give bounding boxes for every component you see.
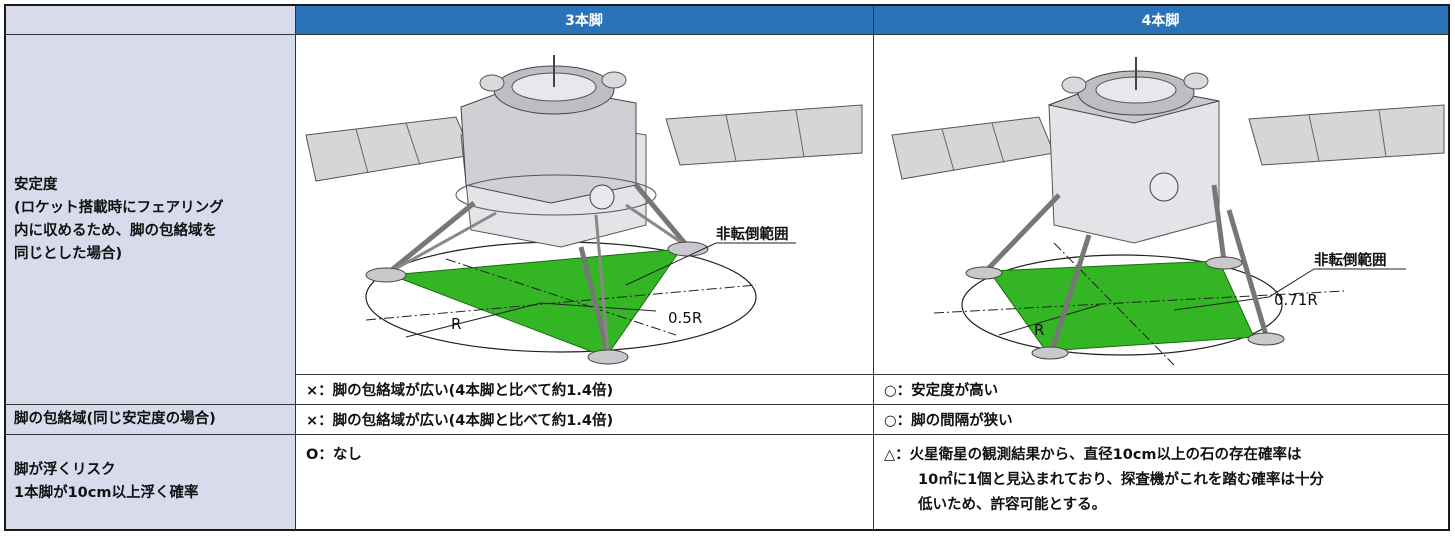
footpad — [1247, 332, 1285, 346]
row-label-float-risk: 脚が浮くリスク 1本脚が10cm以上浮く確率 — [6, 435, 295, 529]
float-risk-label-sub: 1本脚が10cm以上浮く確率 — [14, 485, 199, 501]
four-leg-stability-eval: ○：安定度が高い — [884, 383, 999, 399]
axis-line — [445, 258, 677, 336]
left-panel-seam — [355, 128, 369, 174]
axis-line — [933, 290, 1345, 314]
leg-envelope-ellipse — [961, 254, 1283, 356]
stability-label-note3: 同じとした場合) — [14, 245, 123, 262]
four-leg-lander-svg: 非転倒範囲 R 0.71R — [891, 57, 1445, 366]
radius-label: R — [451, 315, 461, 333]
leg — [1049, 234, 1092, 352]
grid-vline — [295, 6, 296, 529]
ratio-label: 0.71R — [1274, 291, 1318, 309]
right-panel-seam — [1308, 114, 1320, 162]
footpad — [365, 267, 407, 283]
leg — [984, 193, 1061, 273]
stability-label-note2: 内に収めるため、脚の包絡域を — [14, 222, 217, 239]
float-risk-label-title: 脚が浮くリスク — [14, 462, 116, 478]
radius-line — [405, 302, 542, 338]
three-leg-illustration: 非転倒範囲 R 0.5R — [296, 35, 873, 374]
thruster — [601, 71, 627, 89]
float-risk-note-line3: 低いため、許容可能とする。 — [918, 497, 1107, 513]
leg — [1211, 184, 1227, 262]
envelope-label: 脚の包絡域(同じ安定度の場合) — [14, 411, 216, 427]
leg-front — [578, 246, 611, 354]
header-three-leg: 3本脚 — [295, 6, 873, 34]
sensor-port — [589, 184, 615, 210]
float-risk-note-line2: 10㎡に1個と見込まれており、探査機がこれを踏む確率は十分 — [918, 472, 1324, 488]
leg-right — [634, 183, 690, 249]
thruster — [479, 74, 505, 92]
grid-hline — [295, 374, 1448, 375]
float-risk-note-line1: △：火星衛星の観測結果から、直径10cm以上の石の存在確率は — [884, 447, 1302, 463]
body-ring — [455, 174, 657, 216]
thruster — [1061, 76, 1087, 94]
left-panel-seam — [991, 122, 1005, 164]
axis-line — [365, 284, 757, 321]
non-tipping-zone-label: 非転倒範囲 — [1314, 251, 1387, 269]
thruster — [1183, 72, 1209, 90]
left-panel-seam — [941, 128, 955, 172]
zone-leader-line — [1268, 268, 1315, 298]
four-leg-illustration: 非転倒範囲 R 0.71R — [874, 35, 1448, 374]
footpad — [587, 349, 629, 365]
three-leg-envelope-eval: ×：脚の包絡域が広い(4本脚と比べて約1.4倍) — [306, 413, 614, 429]
grid-vline — [873, 6, 874, 529]
leg-front-strut — [594, 214, 610, 354]
non-tipping-zone — [390, 248, 683, 358]
right-solar-panel — [665, 104, 863, 166]
right-panel-seam — [795, 109, 805, 158]
axis-line — [1053, 242, 1175, 366]
ratio-label: 0.5R — [668, 309, 702, 327]
leg-left-strut — [387, 211, 497, 275]
footpad — [1205, 256, 1243, 270]
non-tipping-zone — [988, 260, 1255, 352]
four-leg-float-risk-eval: △：火星衛星の観測結果から、直径10cm以上の石の存在確率は 10㎡に1個と見込… — [874, 435, 1448, 529]
left-solar-panel — [891, 116, 1055, 180]
four-leg-envelope-eval: ○：脚の間隔が狭い — [884, 413, 1013, 429]
leg-left — [386, 201, 476, 275]
stability-label-note1: (ロケット搭載時にフェアリング — [14, 199, 224, 216]
leg-right-strut — [625, 203, 689, 249]
non-tipping-zone-label: 非転倒範囲 — [716, 225, 789, 243]
radius-line — [998, 304, 1100, 336]
row-label-envelope: 脚の包絡域(同じ安定度の場合) — [6, 405, 295, 434]
row-label-stability: 安定度 (ロケット搭載時にフェアリング 内に収めるため、脚の包絡域を 同じとした… — [6, 35, 295, 404]
leg — [1226, 209, 1269, 336]
three-leg-float-risk-eval: O：なし — [306, 447, 362, 463]
three-leg-lander-svg: 非転倒範囲 R 0.5R — [305, 55, 863, 365]
radius-label: R — [1034, 321, 1044, 339]
left-panel-seam — [405, 122, 421, 166]
zone-leader-line — [625, 242, 717, 286]
grid-hline — [6, 404, 1448, 405]
comparison-table: 3本脚 4本脚 安定度 (ロケット搭載時にフェアリング 内に収めるため、脚の包絡… — [4, 4, 1450, 531]
header-corner — [6, 6, 295, 34]
sensor-port — [1149, 172, 1179, 202]
grid-hline — [6, 34, 1448, 35]
right-solar-panel — [1248, 104, 1445, 166]
right-panel-seam — [725, 114, 737, 162]
grid-hline — [6, 434, 1448, 435]
footpad — [965, 266, 1003, 280]
stability-label-title: 安定度 — [14, 176, 58, 193]
three-leg-stability-eval: ×：脚の包絡域が広い(4本脚と比べて約1.4倍) — [306, 383, 614, 399]
left-solar-panel — [305, 116, 473, 182]
right-panel-seam — [1378, 109, 1387, 158]
header-four-leg: 4本脚 — [873, 6, 1448, 34]
footpad — [1031, 346, 1069, 360]
